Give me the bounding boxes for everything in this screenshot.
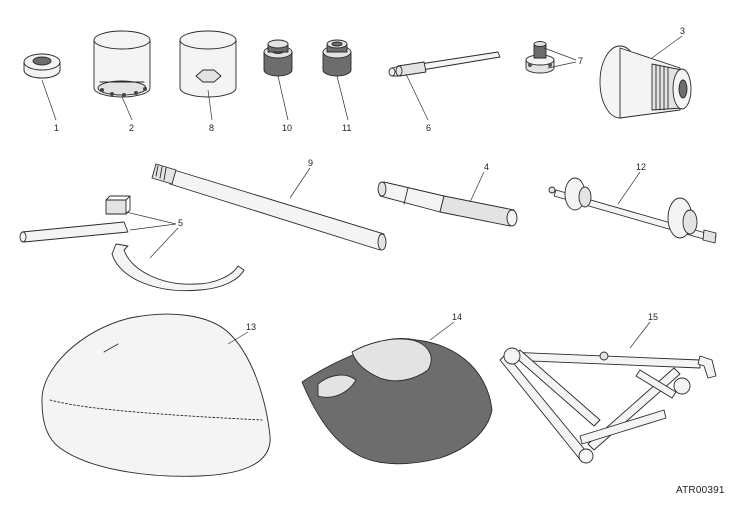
callout-1: 1 xyxy=(54,123,59,133)
callout-14: 14 xyxy=(452,312,462,322)
callout-5: 5 xyxy=(178,218,183,228)
callout-8: 8 xyxy=(209,123,214,133)
part-15-stand xyxy=(499,347,717,464)
part-6-rod xyxy=(388,51,501,77)
callout-10: 10 xyxy=(282,123,292,133)
callout-15: 15 xyxy=(648,312,658,322)
part-4-drift xyxy=(377,181,518,227)
callout-12: 12 xyxy=(636,162,646,172)
callout-2: 2 xyxy=(129,123,134,133)
callout-3: 3 xyxy=(680,26,685,36)
callout-7: 7 xyxy=(578,56,583,66)
part-1-ring xyxy=(23,53,61,79)
part-3-adapter xyxy=(599,45,692,119)
drawing-code: ATR00391 xyxy=(676,485,725,496)
part-8-hex-socket xyxy=(179,30,237,98)
part-9-shaft xyxy=(151,163,387,251)
part-10-bushing xyxy=(263,39,293,77)
callout-11: 11 xyxy=(342,123,351,133)
part-12-puller xyxy=(548,177,717,244)
part-11-bushing xyxy=(322,39,352,77)
callout-9: 9 xyxy=(308,158,313,168)
part-14-tank-cover xyxy=(301,338,493,465)
part-13-seat-cover xyxy=(41,313,271,477)
callout-6: 6 xyxy=(426,123,431,133)
callout-labels: 1 2 8 10 11 6 7 3 9 4 12 5 13 14 15 xyxy=(54,26,685,332)
part-7-pin xyxy=(525,41,555,74)
callout-4: 4 xyxy=(484,162,489,172)
leader-lines xyxy=(41,35,683,349)
part-2-socket xyxy=(93,30,151,98)
callout-13: 13 xyxy=(246,322,256,332)
part-5-spanner xyxy=(19,195,245,292)
